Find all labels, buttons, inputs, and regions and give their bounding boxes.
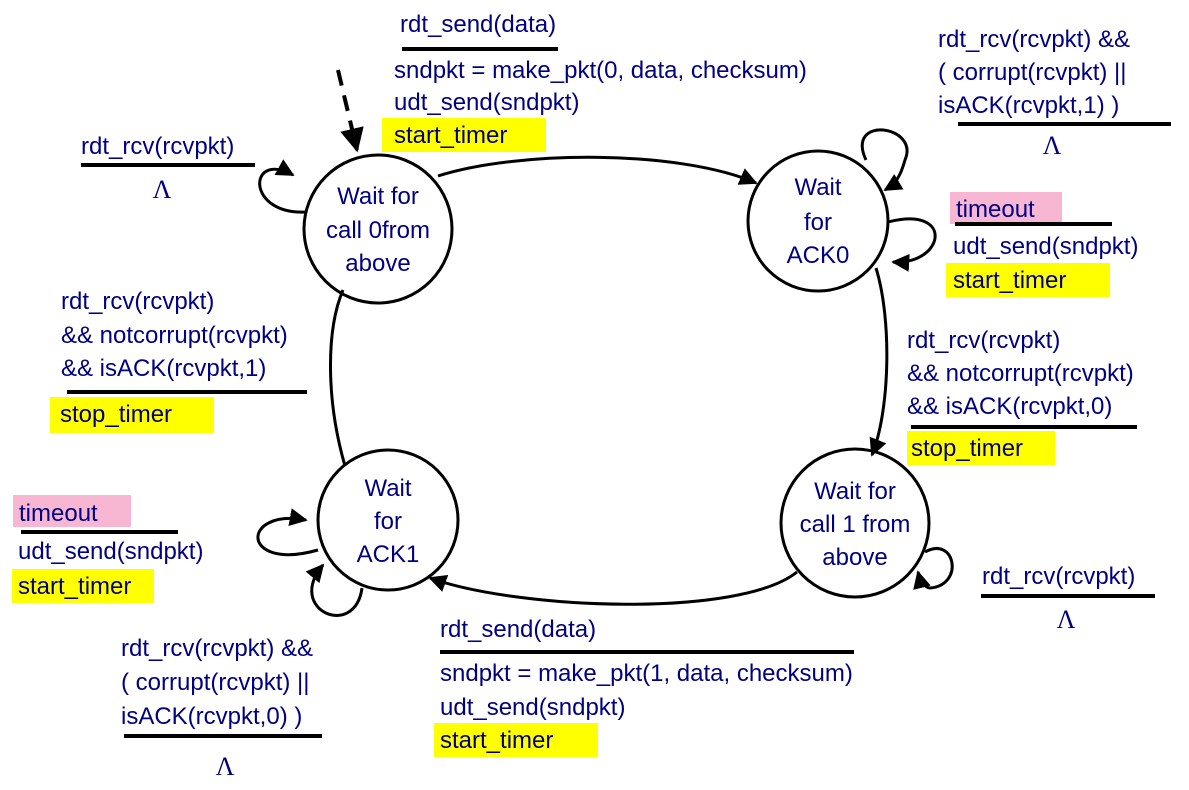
transition-label-ack1-timeout: timeout udt_send(sndpkt) start_timer bbox=[18, 500, 203, 600]
action-text: stop_timer bbox=[911, 435, 1023, 462]
state-wait-call1: Wait for call 1 from above bbox=[779, 447, 931, 599]
edge-call0-to-ack0 bbox=[437, 155, 758, 185]
selfloop-ack1-corrupt bbox=[305, 563, 364, 617]
state-label-line: ACK1 bbox=[357, 541, 420, 568]
action-text: sndpkt = make_pkt(0, data, checksum) bbox=[394, 57, 807, 84]
state-label-line: for bbox=[804, 209, 832, 236]
lambda-action: Λ bbox=[216, 752, 235, 781]
action-text: udt_send(sndpkt) bbox=[394, 89, 579, 116]
action-text: start_timer bbox=[953, 267, 1066, 294]
state-label-line: ACK0 bbox=[787, 242, 850, 269]
start-timer-highlight-send1 bbox=[434, 723, 598, 757]
event-text: rdt_rcv(rcvpkt) bbox=[61, 288, 214, 315]
event-text: rdt_rcv(rcvpkt) && bbox=[121, 635, 313, 662]
lambda-action: Λ bbox=[153, 175, 172, 204]
state-label-line: call 0from bbox=[326, 217, 430, 244]
selfloop-ack0-timeout bbox=[887, 217, 937, 272]
state-label-line: Wait bbox=[364, 475, 411, 502]
event-text: && isACK(rcvpkt,0) bbox=[907, 393, 1112, 420]
action-text: sndpkt = make_pkt(1, data, checksum) bbox=[440, 660, 853, 687]
state-label-line: above bbox=[822, 544, 887, 571]
transition-label-call0-rcv: rdt_rcv(rcvpkt) Λ bbox=[81, 133, 234, 204]
action-text: start_timer bbox=[440, 727, 553, 754]
action-text: udt_send(sndpkt) bbox=[440, 694, 625, 721]
event-text: && notcorrupt(rcvpkt) bbox=[61, 322, 288, 349]
state-label-line: Wait bbox=[794, 174, 841, 201]
event-text: isACK(rcvpkt,1) ) bbox=[938, 92, 1119, 119]
edge-call1-to-ack1 bbox=[428, 570, 798, 606]
transition-label-ack1-ok: rdt_rcv(rcvpkt) && notcorrupt(rcvpkt) &&… bbox=[60, 288, 288, 428]
transition-label-send0: rdt_send(data) sndpkt = make_pkt(0, data… bbox=[394, 11, 807, 149]
selfloop-call1 bbox=[913, 547, 954, 590]
action-text: start_timer bbox=[394, 122, 507, 149]
timeout-highlight-ack0 bbox=[950, 192, 1062, 224]
event-text: rdt_send(data) bbox=[440, 616, 596, 643]
action-text: start_timer bbox=[18, 573, 131, 600]
transition-label-ack0-timeout: timeout udt_send(sndpkt) start_timer bbox=[953, 196, 1138, 294]
start-timer-highlight-send0 bbox=[382, 118, 546, 152]
event-text: && isACK(rcvpkt,1) bbox=[61, 355, 266, 382]
transition-label-send1: rdt_send(data) sndpkt = make_pkt(1, data… bbox=[440, 616, 853, 754]
selfloop-ack1-timeout bbox=[256, 508, 319, 557]
transition-label-ack0-ok: rdt_rcv(rcvpkt) && notcorrupt(rcvpkt) &&… bbox=[907, 327, 1134, 462]
state-label-line: Wait for bbox=[814, 478, 896, 505]
event-text: ( corrupt(rcvpkt) || bbox=[121, 669, 309, 696]
stop-timer-highlight-ack1 bbox=[50, 397, 214, 433]
transition-label-call1-rcv: rdt_rcv(rcvpkt) Λ bbox=[982, 563, 1135, 634]
event-text: rdt_rcv(rcvpkt) bbox=[81, 133, 234, 160]
initial-state-arrow bbox=[336, 69, 364, 153]
event-text: isACK(rcvpkt,0) ) bbox=[121, 703, 302, 730]
start-timer-highlight-ack0 bbox=[946, 263, 1110, 297]
start-timer-highlight-ack1 bbox=[12, 569, 154, 603]
state-wait-ack1: Wait for ACK1 bbox=[316, 448, 460, 592]
state-wait-call0: Wait for call 0from above bbox=[302, 153, 454, 305]
event-text: rdt_rcv(rcvpkt) bbox=[907, 327, 1060, 354]
edge-ack1-to-call0 bbox=[329, 289, 347, 467]
timeout-highlight-ack1 bbox=[13, 495, 131, 527]
edge-ack0-to-call1 bbox=[869, 267, 889, 457]
event-text: rdt_rcv(rcvpkt) bbox=[982, 563, 1135, 590]
action-text: udt_send(sndpkt) bbox=[953, 233, 1138, 260]
stop-timer-highlight-ack0 bbox=[907, 431, 1055, 465]
state-label-line: for bbox=[374, 508, 402, 535]
state-label-line: above bbox=[345, 250, 410, 277]
state-label-line: call 1 from bbox=[800, 511, 911, 538]
lambda-action: Λ bbox=[1043, 131, 1062, 160]
event-text: rdt_rcv(rcvpkt) && bbox=[938, 26, 1130, 53]
state-wait-ack0: Wait for ACK0 bbox=[746, 149, 890, 293]
event-text: rdt_send(data) bbox=[400, 11, 556, 38]
transition-label-ack1-corrupt: rdt_rcv(rcvpkt) && ( corrupt(rcvpkt) || … bbox=[121, 635, 313, 781]
action-text: udt_send(sndpkt) bbox=[18, 538, 203, 565]
transition-label-ack0-corrupt: rdt_rcv(rcvpkt) && ( corrupt(rcvpkt) || … bbox=[938, 26, 1130, 160]
event-text: && notcorrupt(rcvpkt) bbox=[907, 360, 1134, 387]
state-label-line: Wait for bbox=[337, 183, 419, 210]
lambda-action: Λ bbox=[1057, 605, 1076, 634]
selfloop-ack0-corrupt bbox=[860, 128, 909, 192]
selfloop-call0 bbox=[258, 159, 307, 214]
event-text: ( corrupt(rcvpkt) || bbox=[938, 59, 1126, 86]
action-text: stop_timer bbox=[60, 401, 172, 428]
event-text: timeout bbox=[19, 500, 98, 527]
event-text: timeout bbox=[956, 196, 1035, 223]
